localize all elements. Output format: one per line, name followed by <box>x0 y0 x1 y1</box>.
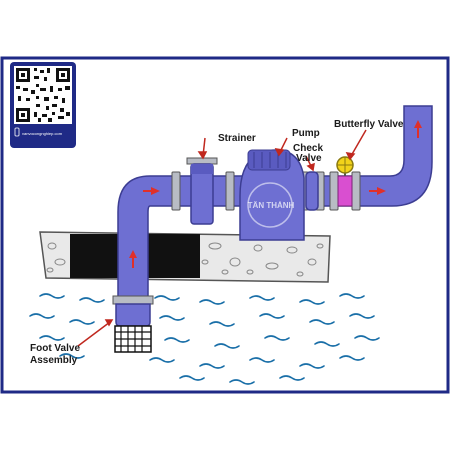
label-foot-valve-1: Foot Valve <box>30 343 81 354</box>
label-strainer: Strainer <box>218 133 256 144</box>
qr-code-block <box>10 62 76 148</box>
label-foot-valve-2: Assembly <box>30 355 78 366</box>
check-valve <box>305 171 319 211</box>
phone-icon <box>14 127 20 137</box>
label-check-valve-2: Valve <box>296 153 322 164</box>
qr-caption: vanvocongnghiep.com <box>22 131 63 136</box>
foot-valve <box>112 295 154 353</box>
watermark: TÂN THÀNH <box>248 201 295 210</box>
frame-border <box>0 56 450 394</box>
flow-arrow-right-1 <box>143 187 160 195</box>
flow-arrow-up-suction <box>129 250 137 268</box>
flow-arrow-up-discharge <box>414 120 422 138</box>
label-butterfly-valve: Butterfly Valve <box>334 119 404 130</box>
strainer <box>186 157 218 225</box>
label-pump: Pump <box>292 128 320 139</box>
label-check-valve-1: Check <box>293 143 324 154</box>
pump <box>239 149 305 241</box>
flow-arrow-right-2 <box>369 187 386 195</box>
butterfly-valve <box>336 156 354 207</box>
water-waves <box>29 293 380 385</box>
leader-lines <box>77 129 367 347</box>
flow-arrows <box>129 120 422 268</box>
